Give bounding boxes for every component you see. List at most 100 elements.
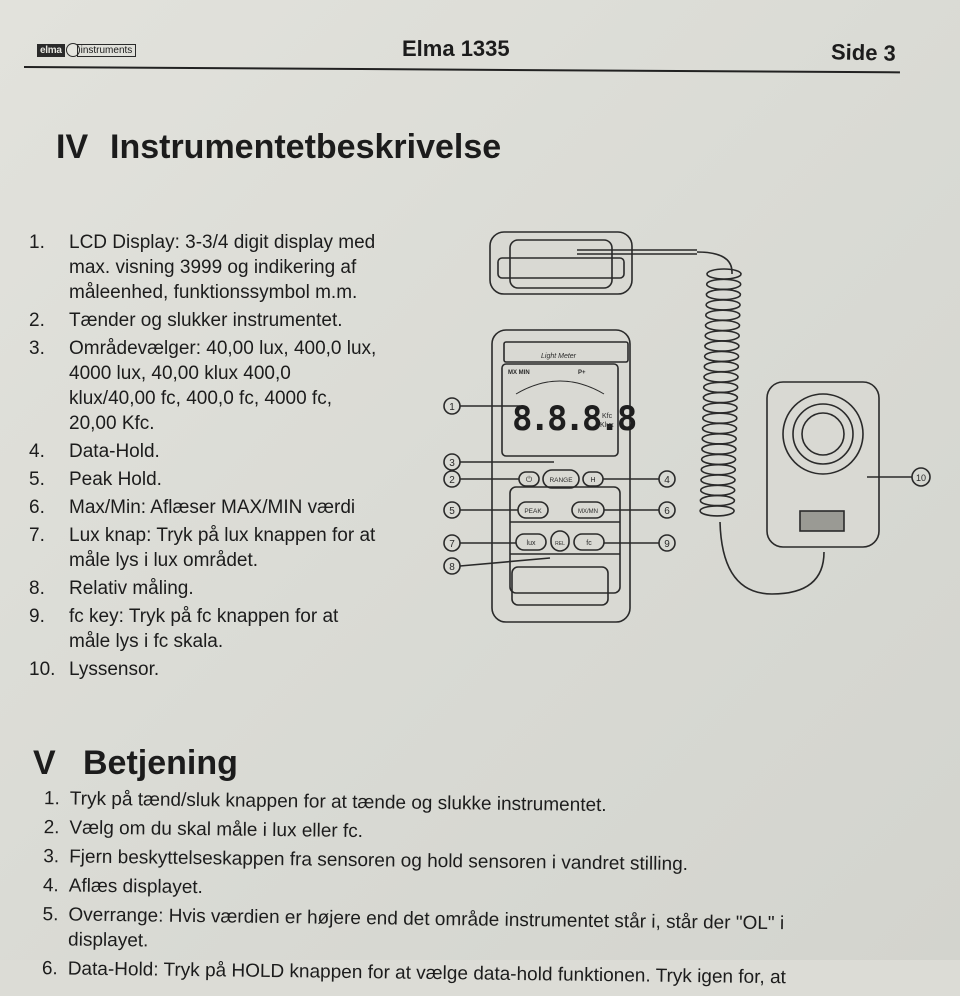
list-item: 3.Områdevælger: 40,00 lux, 400,0 lux,400… (29, 336, 432, 436)
light-sensor-drawing (766, 381, 880, 548)
list-item-line: måle lys i fc skala. (69, 631, 224, 652)
callout-4: 4 (664, 475, 670, 486)
maxmin-button-label: MX/MN (578, 509, 598, 515)
list-item: 5.Overrange: Hvis værdien er højere end … (28, 902, 909, 963)
cable-coil-loop (704, 319, 741, 332)
list-item-line: Relativ måling. (69, 578, 194, 599)
callout-3: 3 (449, 458, 455, 469)
cable-coil-loop (701, 433, 738, 445)
cable-coil-loop (702, 391, 739, 404)
list-item-line: LCD Display: 3-3/4 digit display med (69, 232, 376, 253)
list-item: 10. Lyssensor. (29, 657, 432, 682)
section-v-title: Betjening (83, 744, 238, 782)
logo-left-text: elma (37, 43, 65, 57)
list-item-line: Max/Min: Aflæser MAX/MIN værdi (69, 497, 356, 518)
callout-2: 2 (449, 475, 455, 486)
list-item-number: 9. (29, 606, 45, 627)
sensor-cap-drawing (489, 231, 697, 295)
list-item-number: 6. (29, 497, 45, 518)
cable-coil-loop (702, 402, 738, 414)
callout-8: 8 (449, 562, 455, 573)
cable-coil-loop (704, 340, 740, 352)
list-item-line: Lux knap: Tryk på lux knappen for at (69, 525, 376, 546)
list-item: 1. LCD Display: 3-3/4 digit display med ma… (29, 230, 432, 305)
cable-coil-loop (703, 350, 740, 363)
list-item-line: Fjern beskyttelseskappen fra sensoren og… (69, 846, 689, 876)
list-item-number: 1. (43, 788, 60, 810)
list-item: 6. Max/Min: Aflæser MAX/MIN værdi (29, 495, 432, 520)
cable-coil-loop (702, 381, 739, 394)
list-item-line: 4000 lux, 40,00 klux 400,0 (69, 363, 291, 384)
lcd-unit-klux: Klux (600, 422, 614, 429)
description-list: 1. LCD Display: 3-3/4 digit display med ma… (29, 230, 432, 685)
cable-coil-loop (705, 299, 741, 311)
peak-button-label: PEAK (524, 508, 542, 515)
meter-brand-label: Light Meter (541, 353, 577, 360)
range-button-label: RANGE (549, 477, 573, 484)
list-item-line: Lyssensor. (69, 659, 160, 680)
list-item-line: Peak Hold. (69, 469, 162, 490)
list-item: 5. Peak Hold. (29, 467, 432, 492)
section-iv-title: Instrumentetbeskrivelse (110, 128, 502, 166)
cable-coil-loop (701, 422, 738, 435)
cable-coil-loop (699, 494, 736, 507)
list-item-line: fc key: Tryk på fc knappen for at (69, 606, 339, 627)
list-item-line: måleenhed, funktionssymbol m.m. (69, 282, 358, 303)
logo-swirl-icon (65, 43, 80, 57)
lcd-flags: MX MIN (508, 370, 530, 376)
list-item-number: 4. (29, 441, 45, 462)
list-item-line: max. visning 3999 og indikering af (69, 257, 357, 278)
list-item: 7. Lux knap: Tryk på lux knappen for at må… (29, 523, 432, 573)
fc-button-label: fc (586, 540, 592, 547)
list-item-line: Overrange: Hvis værdien er højere end de… (68, 904, 785, 935)
hold-button-symbol: H (590, 477, 595, 484)
callout-6: 6 (664, 506, 670, 517)
list-item-line: Data-Hold. (69, 441, 160, 462)
list-item-line: 20,00 Kfc. (69, 413, 155, 434)
header-rule (23, 66, 900, 73)
list-item: 9. fc key: Tryk på fc knappen for at måle … (29, 604, 432, 654)
list-item-number: 7. (29, 525, 45, 546)
cable-coil-loop (700, 463, 737, 476)
section-iv-heading: IV Instrumentetbeskrivelse (56, 128, 501, 167)
cable-coil-loop (705, 288, 742, 301)
list-item-line: Aflæs displayet. (68, 875, 204, 899)
meter-body-drawing (491, 329, 631, 623)
list-item-number: 8. (29, 578, 45, 599)
list-item-number: 1. (29, 232, 45, 253)
list-item-number: 2. (43, 817, 60, 839)
list-item-number: 4. (42, 875, 59, 897)
lux-button-label: lux (527, 540, 536, 547)
coiled-cable-drawing (699, 268, 742, 517)
header-page-number: Side 3 (830, 39, 897, 66)
list-item-line: Tryk på tænd/sluk knappen for at tænde o… (69, 788, 607, 817)
lcd-unit-kfc: Kfc (602, 413, 613, 420)
list-item: 4. Data-Hold. (29, 439, 432, 464)
cable-coil-loop (699, 484, 736, 497)
list-item-line: displayet. (67, 929, 149, 952)
list-item: 2. Tænder og slukker instrumentet. (29, 308, 432, 333)
callout-10: 10 (916, 473, 926, 483)
list-item-line: måle lys i lux området. (69, 550, 259, 571)
section-v-number: V (33, 744, 56, 782)
list-item-number: 5. (29, 469, 45, 490)
list-item-line: klux/40,00 fc, 400,0 fc, 4000 fc, (69, 388, 332, 409)
cable-coil-loop (705, 278, 742, 291)
cable-coil-loop (704, 309, 741, 321)
section-iv-number: IV (56, 128, 89, 166)
power-button-symbol: ⏻ (526, 475, 533, 484)
list-item-number: 10. (29, 659, 56, 680)
cable-coil-loop (701, 443, 737, 455)
callout-7: 7 (449, 539, 455, 550)
header-title: Elma 1335 (402, 36, 510, 61)
cable-coil-loop (706, 268, 742, 280)
cable-coil-loop (699, 505, 735, 517)
list-item-number: 2. (29, 310, 45, 331)
cable-coil-loop (701, 412, 738, 424)
cable-coil-loop (703, 371, 739, 383)
list-item-number: 3. (29, 338, 45, 359)
list-item-line: Tænder og slukker instrumentet. (69, 310, 343, 331)
operation-list: 1. Tryk på tænd/sluk knappen for at tænde… (28, 786, 910, 996)
section-v-heading: V Betjening (33, 744, 238, 783)
